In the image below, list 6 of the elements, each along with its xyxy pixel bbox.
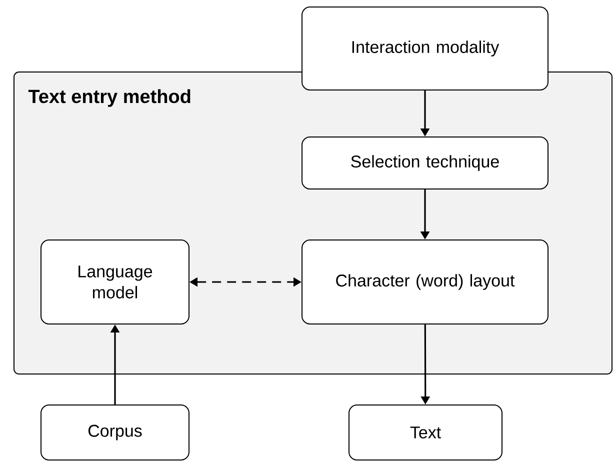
process-box: Interaction modality xyxy=(302,6,548,90)
process-box: Text xyxy=(348,404,502,460)
process-box: Selection technique xyxy=(302,136,548,190)
process-box: Language model xyxy=(40,240,190,324)
process-box: Corpus xyxy=(40,404,190,460)
process-box: Character (word) layout xyxy=(302,240,548,324)
